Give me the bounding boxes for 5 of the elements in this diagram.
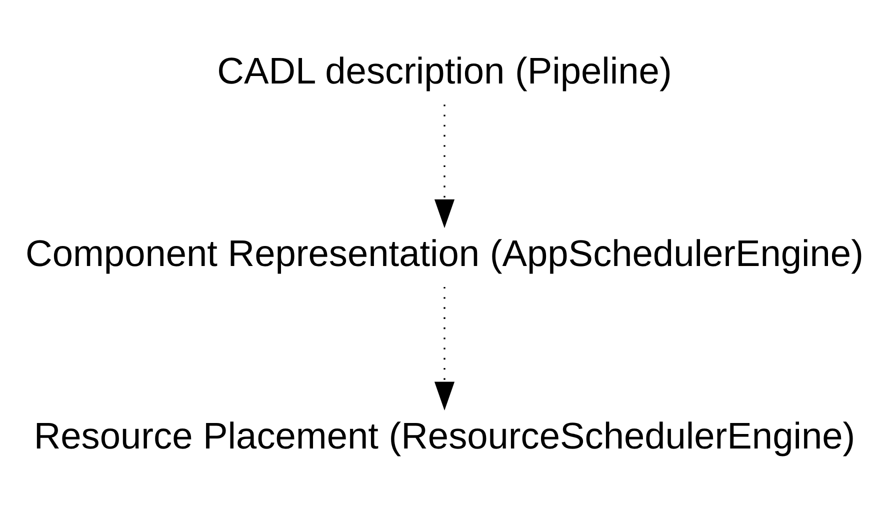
arrow [434, 104, 455, 228]
node-text: CADL description (Pipeline) [217, 50, 672, 92]
arrow [434, 286, 455, 410]
node-text: Component Representation (AppSchedulerEngine) [26, 232, 864, 274]
node-text: Resource Placement (ResourceSchedulerEngine) [34, 414, 856, 456]
